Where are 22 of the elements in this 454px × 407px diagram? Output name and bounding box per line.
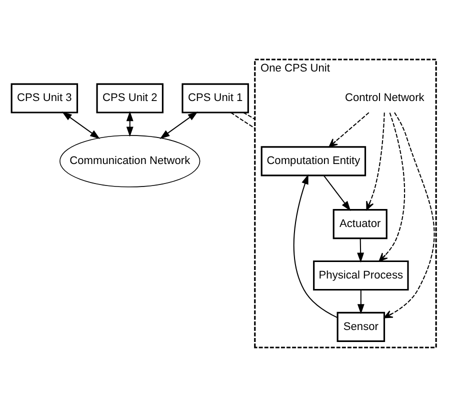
arrow xyxy=(378,112,406,262)
arrow xyxy=(160,112,198,139)
node-box: Physical Process xyxy=(313,260,409,291)
node-box: Actuator xyxy=(332,209,388,240)
node-ellipse: Communication Network xyxy=(60,135,200,188)
node-box: CPS Unit 2 xyxy=(96,83,164,114)
node-text: Control Network xyxy=(345,92,424,104)
connector xyxy=(230,112,256,129)
arrow xyxy=(366,112,385,210)
node-box: Computation Entity xyxy=(260,146,366,176)
connector xyxy=(243,112,256,120)
arrow xyxy=(323,175,351,211)
arrow xyxy=(357,238,364,263)
node-box: CPS Unit 1 xyxy=(182,83,249,114)
arrow xyxy=(357,290,364,314)
arrow xyxy=(328,112,370,148)
arrow xyxy=(384,112,435,318)
node-box: Sensor xyxy=(336,312,386,342)
node-box: CPS Unit 3 xyxy=(10,83,78,114)
arrow xyxy=(293,174,338,318)
arrow xyxy=(62,112,100,139)
arrow xyxy=(126,111,134,137)
